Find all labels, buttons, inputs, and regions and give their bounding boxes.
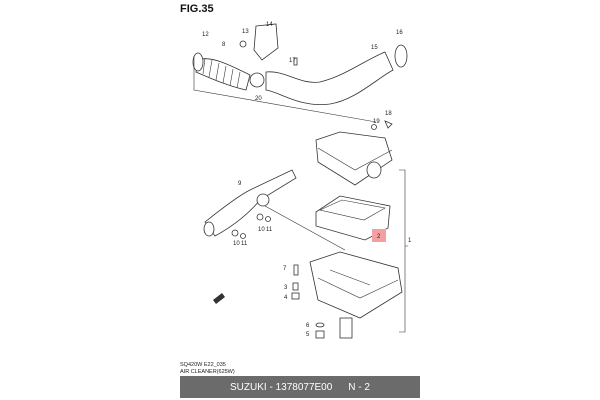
callout-5: 5 bbox=[306, 332, 310, 338]
grommet-10 bbox=[256, 213, 264, 221]
callout-11: 11 bbox=[266, 227, 273, 233]
callout-15: 15 bbox=[371, 45, 378, 51]
resonator-part-14 bbox=[253, 23, 279, 61]
air-cleaner-case bbox=[309, 251, 403, 339]
diagram-code: SQ420W E22_035 bbox=[180, 362, 226, 368]
nut-11 bbox=[265, 216, 271, 222]
callout-18: 18 bbox=[385, 111, 392, 117]
front-arrow-icon bbox=[213, 293, 225, 304]
callout-4: 4 bbox=[284, 295, 288, 301]
footer-bar: SUZUKI - 1378077E00 N - 2 bbox=[180, 376, 420, 398]
clamp-13 bbox=[239, 40, 247, 48]
callout-6: 6 bbox=[306, 323, 310, 329]
callout-7: 7 bbox=[283, 266, 287, 272]
clamp-20 bbox=[249, 72, 265, 88]
cap-5 bbox=[315, 330, 325, 339]
callout-2: 2 bbox=[377, 234, 381, 240]
part-number: SUZUKI - 1378077E00 bbox=[230, 381, 333, 393]
callout-1: 1 bbox=[408, 238, 412, 244]
grommet-10 bbox=[231, 229, 239, 237]
nut-11 bbox=[240, 233, 246, 239]
outlet-hose-15 bbox=[265, 44, 408, 106]
callout-17: 17 bbox=[289, 58, 296, 64]
grommet-4 bbox=[291, 292, 300, 300]
highlight-part-2 bbox=[372, 229, 386, 242]
callout-12: 12 bbox=[202, 32, 209, 38]
figure-title: FIG.35 bbox=[180, 3, 214, 15]
callout-8: 8 bbox=[222, 42, 226, 48]
callout-20: 20 bbox=[255, 96, 262, 102]
air-cleaner-cap bbox=[315, 131, 393, 186]
callout-10: 10 bbox=[258, 227, 265, 233]
bolt-17 bbox=[293, 57, 298, 66]
callout-9: 9 bbox=[238, 181, 242, 187]
callout-16: 16 bbox=[396, 30, 403, 36]
diagram-name: AIR CLEANER(625W) bbox=[180, 369, 235, 375]
page-number: N - 2 bbox=[348, 381, 370, 393]
bolt-7 bbox=[293, 264, 299, 276]
bellows-hose bbox=[192, 52, 251, 91]
callout-10: 10 bbox=[233, 241, 240, 247]
clip-18 bbox=[384, 120, 393, 129]
grommet-19 bbox=[371, 124, 377, 130]
callout-13: 13 bbox=[242, 29, 249, 35]
callout-11: 11 bbox=[241, 241, 248, 247]
clip-6 bbox=[315, 322, 325, 328]
collar-3 bbox=[292, 282, 299, 291]
intake-duct-9 bbox=[203, 169, 297, 237]
callout-14: 14 bbox=[266, 22, 273, 28]
filter-element-2 bbox=[315, 195, 391, 241]
callout-19: 19 bbox=[373, 119, 380, 125]
callout-3: 3 bbox=[284, 285, 288, 291]
